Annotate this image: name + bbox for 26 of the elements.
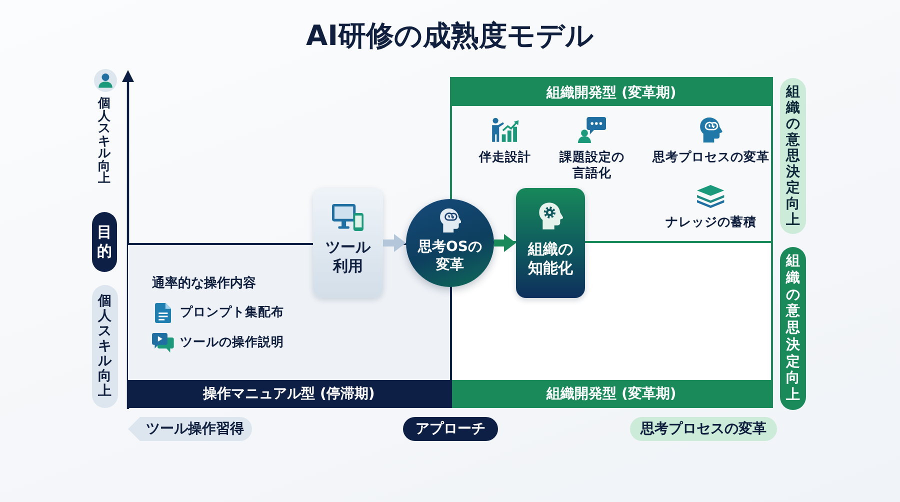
list-heading: 通率的な操作内容 [152,276,256,292]
quadrant-footer: 操作マニュアル型 (停滞期) [128,380,450,408]
item-label: 伴走設計 [479,149,531,165]
item-label: プロンプト集配布 [180,304,284,320]
arrow [383,234,406,252]
process-label: 組織の知能化 [526,240,574,278]
quadrant-header: 組織開発型 (変革期) [452,79,771,106]
item-label: ナレッジの蓄積 [666,214,756,230]
process-label: ツール利用 [324,238,372,276]
arrow [494,234,516,252]
axis-title: 目的 [92,212,117,272]
process-box [516,188,585,298]
item-label: 思考プロセスの変革 [652,149,770,165]
item-label: ツールの操作説明 [180,334,284,350]
quadrant-footer: 組織開発型 (変革期) [452,380,771,408]
title: AI研修の成熟度モデル [306,18,594,53]
axis-title: アプローチ [403,417,498,441]
process-box [313,188,383,298]
axis-label: 組織の意思決定向上 [780,78,806,234]
axis-label: ツール操作習得 [128,417,252,441]
axis-label: 思考プロセスの変革 [630,417,777,441]
axis-label: 個人スキル向上 [92,285,118,408]
process-label: 思考OSの変革 [416,239,483,274]
axis-label: 組織の意思決定向上 [780,247,806,410]
item-label: 課題設定の言語化 [558,149,626,180]
axis-label: 個人スキル向上 [97,97,112,185]
